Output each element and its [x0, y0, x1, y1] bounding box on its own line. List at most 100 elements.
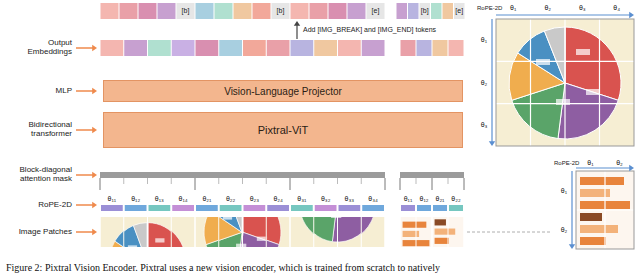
up-arrow — [296, 24, 297, 39]
mask-bar — [100, 172, 385, 178]
chart-ground — [124, 217, 147, 247]
chart-ground — [267, 217, 290, 247]
embedding-tile — [291, 40, 314, 56]
token-row — [101, 3, 465, 19]
inset-border — [496, 19, 634, 146]
rope-tile — [267, 205, 289, 211]
token-label: [e] — [372, 7, 380, 15]
inset-theta: θ₂ — [544, 4, 551, 12]
rope-tile — [315, 205, 337, 211]
bar — [403, 222, 416, 228]
image-patch — [172, 217, 195, 247]
chart-ground — [496, 19, 634, 146]
chart-ground — [362, 217, 385, 247]
inset-theta: θ₁ — [561, 187, 567, 195]
theta-label: θ₃₂ — [321, 195, 330, 203]
bar — [417, 231, 420, 237]
arrow-head — [92, 202, 97, 208]
grid-line — [576, 209, 634, 210]
theta-label: θ₂₃ — [250, 195, 259, 203]
chart-ground — [196, 217, 219, 247]
inset-theta: θ₄ — [613, 4, 620, 12]
mask-tick — [171, 178, 172, 184]
pie-note — [536, 59, 550, 65]
rope-tile — [417, 205, 431, 211]
bar — [435, 229, 448, 235]
pie-slice — [338, 217, 361, 242]
theta-label: θ₃₃ — [345, 195, 355, 203]
theta-label: θ₁₁ — [108, 195, 117, 203]
row-arrow — [76, 204, 93, 206]
theta-label: θ₃₄ — [368, 195, 378, 203]
pie-slice — [172, 223, 186, 247]
rope-tile — [125, 205, 147, 211]
chart-ground — [433, 217, 448, 247]
special-token — [272, 3, 290, 19]
token-tile — [443, 3, 454, 19]
chart-ground — [449, 217, 464, 247]
special-token — [177, 3, 195, 19]
arrow-head — [569, 244, 575, 249]
rope-inset — [496, 19, 634, 146]
row-arrow — [76, 47, 93, 49]
pie-slice — [314, 217, 337, 242]
axis-arrow — [496, 14, 630, 15]
image-patch — [148, 217, 171, 247]
image-patches — [101, 157, 464, 280]
special-token — [420, 3, 431, 19]
mask-tick — [290, 178, 291, 190]
chart-ground — [291, 217, 314, 247]
embedding-tile — [124, 40, 147, 56]
special-token — [367, 3, 385, 19]
pie-note — [586, 89, 600, 95]
mask-tick — [361, 178, 362, 184]
token-label: [b] — [421, 7, 429, 15]
bar — [449, 229, 456, 235]
pie-note — [576, 49, 590, 55]
special-token — [454, 3, 465, 19]
embedding-tile — [243, 40, 266, 56]
arrow-head — [92, 88, 97, 94]
pie-slice — [301, 217, 313, 242]
pie-note — [236, 244, 242, 247]
image-patch — [101, 217, 124, 247]
embedding-tile — [101, 40, 124, 56]
embedding-tile — [172, 40, 195, 56]
token-tile — [431, 3, 442, 19]
arrow-head — [629, 165, 634, 171]
theta-label: θ₂₁ — [202, 195, 211, 203]
embedding-tile — [449, 40, 464, 56]
theta-label: θ₁₂ — [420, 195, 429, 203]
token-tile — [310, 3, 328, 19]
token-tile — [196, 3, 214, 19]
bar — [580, 225, 618, 233]
theta-label: θ₁₁ — [404, 195, 413, 203]
mask-tick — [242, 178, 243, 184]
token-tile — [139, 3, 157, 19]
theta-label: θ₁₃ — [155, 195, 164, 203]
grid-line — [599, 19, 600, 146]
embedding-tile — [417, 40, 432, 56]
row-arrow — [76, 174, 93, 176]
theta-label: θ₂₁ — [436, 195, 445, 203]
image-patch — [291, 217, 314, 247]
inset-theta: θ₂ — [561, 226, 568, 234]
pie-slice — [267, 217, 281, 245]
token-tile — [253, 3, 271, 19]
mask-tick — [218, 178, 219, 184]
chart-ground — [576, 171, 634, 249]
attention-mask — [100, 172, 464, 190]
pie-slice — [148, 223, 171, 247]
row-label: Block-diagonal attention mask — [8, 166, 72, 184]
process-box: Pixtral-ViT — [103, 112, 463, 148]
rope-tile — [101, 205, 123, 211]
arrow-head — [92, 45, 97, 51]
annotation: Add [IMG_BREAK] and [IMG_END] tokens — [303, 26, 436, 34]
pie-note — [331, 217, 337, 218]
row-label: Output Embeddings — [8, 39, 72, 57]
token-label: [b] — [182, 7, 190, 15]
pie-slice — [210, 217, 218, 232]
rope-tile — [339, 205, 361, 211]
inset-theta: θ₃ — [481, 121, 488, 129]
box-label: Pixtral-ViT — [258, 124, 309, 136]
